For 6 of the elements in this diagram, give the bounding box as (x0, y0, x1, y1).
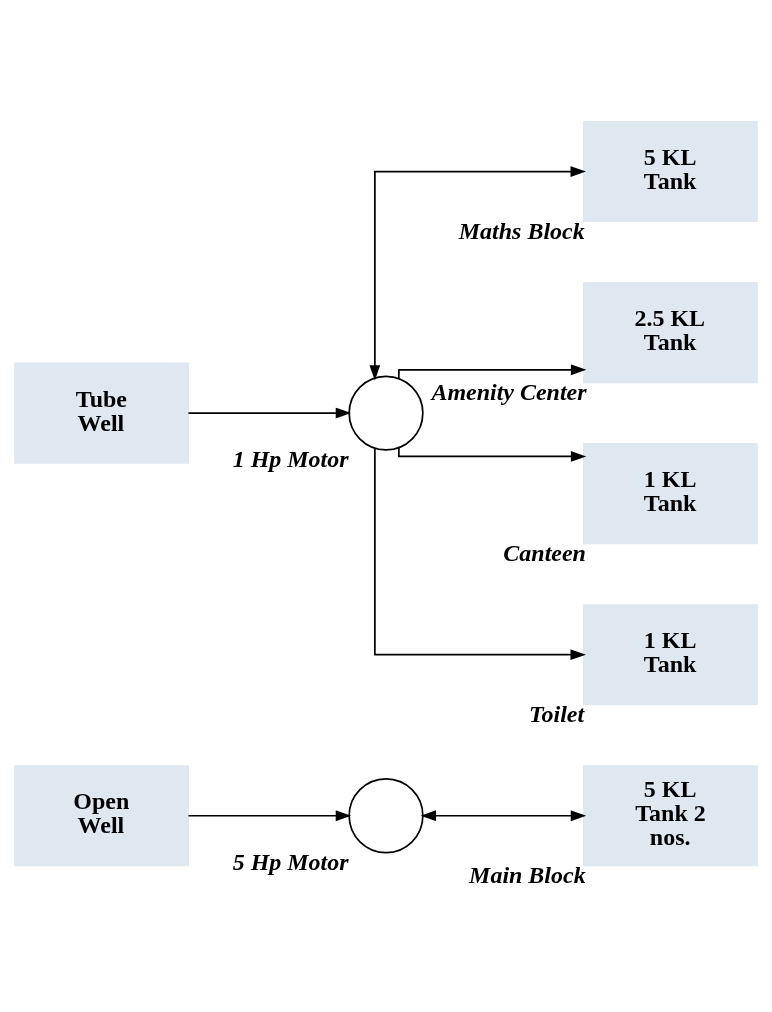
node-label: Toilet (529, 700, 585, 727)
node-label: Maths Block (458, 217, 585, 244)
node-label: Canteen (503, 539, 586, 566)
node-label: 1 Hp Motor (232, 445, 349, 472)
node-label: 5 Hp Motor (232, 848, 349, 875)
node-label: Main Block (469, 861, 586, 888)
